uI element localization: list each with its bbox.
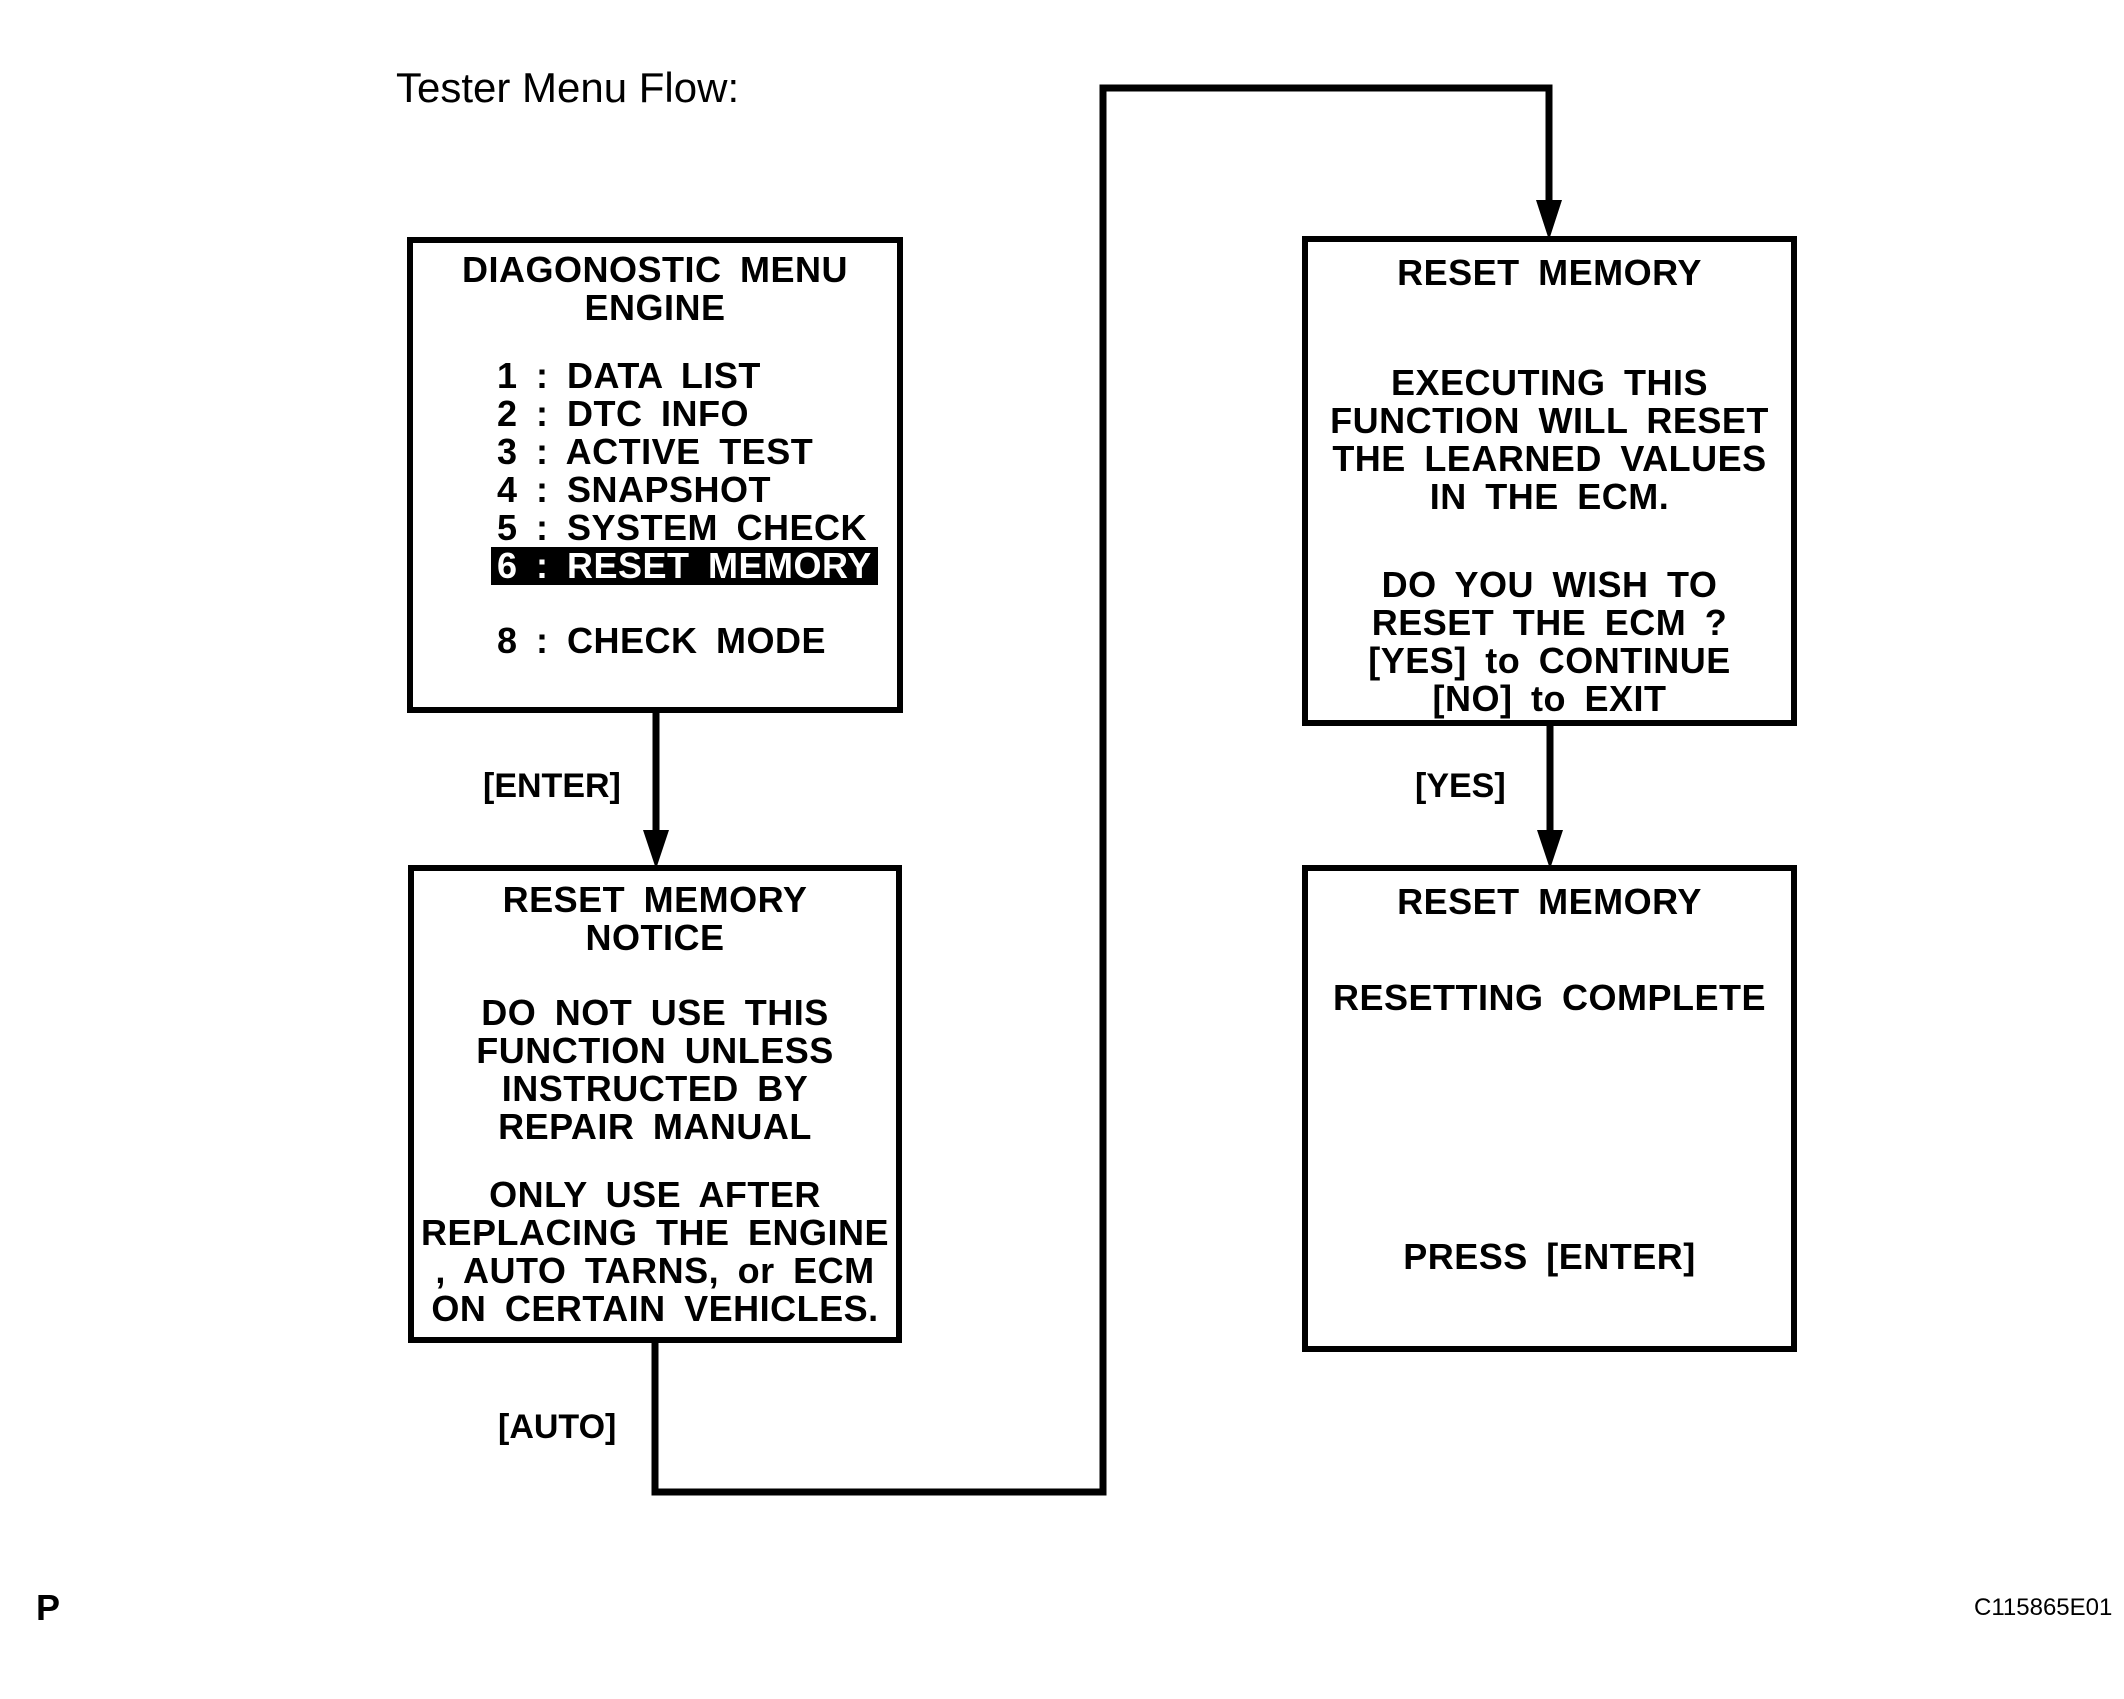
menu-item-1-data-list: 1 : DATA LIST: [497, 355, 761, 396]
menu-item-3-active-test: 3 : ACTIVE TEST: [497, 431, 814, 472]
screen-reset-memory-complete: RESET MEMORY RESETTING COMPLETE PRESS [E…: [1302, 865, 1797, 1352]
figure-code: C115865E01: [1974, 1594, 2113, 1621]
screen-title-line: RESET MEMORY: [502, 879, 808, 920]
screen-title-line: RESET MEMORY: [1397, 252, 1702, 293]
screen-title-line: DIAGONOSTIC MENU: [461, 249, 848, 290]
notice-text-line: REPLACING THE ENGINE: [420, 1212, 890, 1253]
confirm-option-no-line: [NO] to EXIT: [1432, 678, 1667, 719]
screen-reset-memory-confirm: RESET MEMORY EXECUTING THIS FUNCTION WIL…: [1302, 236, 1797, 726]
notice-text-line: ON CERTAIN VEHICLES.: [431, 1288, 879, 1329]
notice-text-line: DO NOT USE THIS: [481, 992, 829, 1033]
confirm-option-yes-line: [YES] to CONTINUE: [1368, 640, 1731, 681]
page-title: Tester Menu Flow:: [396, 64, 740, 111]
confirm-text-line: FUNCTION WILL RESET: [1330, 400, 1769, 441]
confirm-question-line: DO YOU WISH TO: [1381, 564, 1718, 605]
menu-item-6-reset-memory: 6 : RESET MEMORY: [413, 547, 897, 585]
confirm-text-line: THE LEARNED VALUES: [1332, 438, 1767, 479]
arrowhead-box3-to-box4: [1537, 830, 1563, 869]
screen-reset-memory-notice: RESET MEMORY NOTICE DO NOT USE THIS FUNC…: [408, 865, 902, 1343]
enter-key-label: [ENTER]: [483, 767, 621, 805]
menu-item-5-system-check: 5 : SYSTEM CHECK: [497, 507, 868, 548]
complete-status-line: RESETTING COMPLETE: [1332, 977, 1767, 1018]
notice-text-line: REPAIR MANUAL: [498, 1106, 812, 1147]
connector-box2-to-box3: [651, 84, 1553, 1496]
selected-menu-item-highlight: 6 : RESET MEMORY: [491, 547, 878, 585]
yes-key-label: [YES]: [1415, 767, 1506, 805]
notice-text-line: INSTRUCTED BY: [501, 1068, 809, 1109]
notice-text-line: FUNCTION UNLESS: [476, 1030, 834, 1071]
notice-text-line: , AUTO TARNS, or ECM: [435, 1250, 875, 1291]
menu-item-8-check-mode: 8 : CHECK MODE: [497, 620, 827, 661]
confirm-text-line: EXECUTING THIS: [1390, 362, 1709, 403]
complete-prompt-line: PRESS [ENTER]: [1403, 1236, 1696, 1277]
menu-item-2-dtc-info: 2 : DTC INFO: [497, 393, 749, 434]
arrowhead-box1-to-box2: [643, 830, 669, 869]
screen-diagnostic-menu: DIAGONOSTIC MENU ENGINE 1 : DATA LIST 2 …: [407, 237, 903, 713]
screen-title-line: RESET MEMORY: [1397, 881, 1702, 922]
auto-key-label: [AUTO]: [498, 1408, 617, 1446]
screen-subtitle-line: NOTICE: [585, 917, 725, 958]
notice-text-line: ONLY USE AFTER: [489, 1174, 821, 1215]
screen-subtitle-line: ENGINE: [584, 287, 726, 328]
page-footer-letter: P: [36, 1587, 61, 1628]
confirm-text-line: IN THE ECM.: [1429, 476, 1670, 517]
arrowhead-box2-to-box3: [1536, 200, 1562, 240]
confirm-question-line: RESET THE ECM ?: [1371, 602, 1728, 643]
menu-item-4-snapshot: 4 : SNAPSHOT: [497, 469, 772, 510]
